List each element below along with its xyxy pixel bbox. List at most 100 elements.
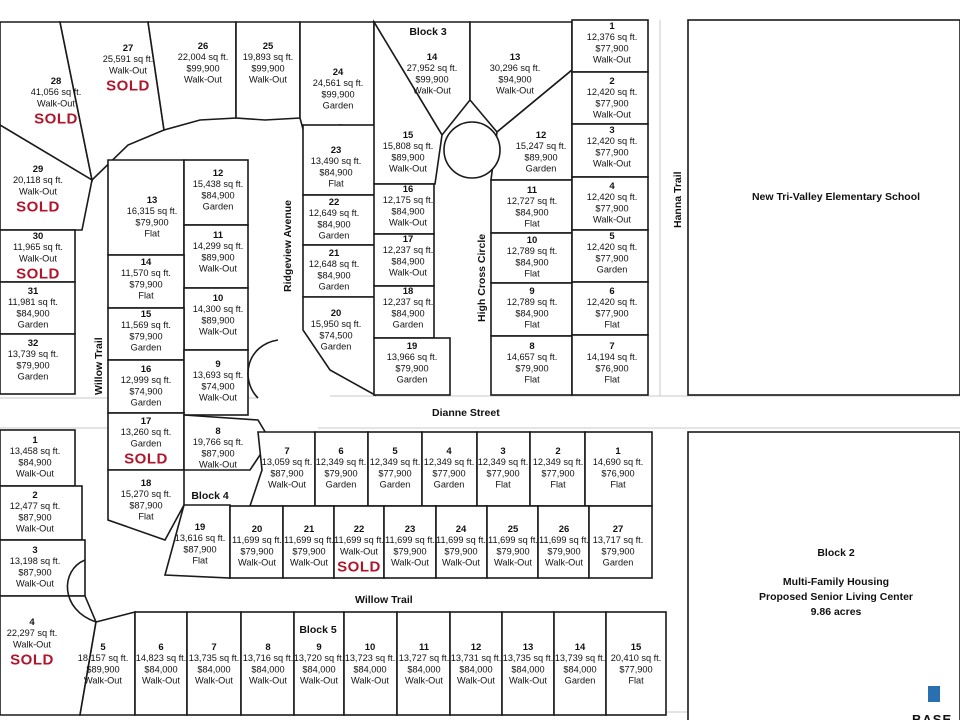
lot-type: Walk-Out (19, 186, 57, 196)
lot-price: $84,900 (317, 219, 350, 229)
lot-num: 15 (631, 642, 642, 653)
lot-num: 27 (613, 524, 624, 535)
lot-sqft: 12,420 sq ft. (587, 87, 638, 97)
lot-price: $87,900 (183, 544, 216, 554)
lot-price: $89,900 (201, 315, 234, 325)
lot-type: Walk-Out (442, 558, 480, 568)
lot-type: Walk-Out (16, 469, 54, 479)
lot-sqft: 22,297 sq ft. (7, 628, 58, 638)
brand-logo: BASE (912, 686, 951, 720)
lot-price: $76,900 (601, 468, 634, 478)
lot-num: 32 (28, 338, 39, 349)
lot-num: 17 (403, 234, 414, 245)
lot-price: $79,900 (16, 360, 49, 370)
lot-type: Garden (434, 480, 465, 490)
lot-price: $84,000 (353, 664, 386, 674)
lot-price: $84,900 (16, 308, 49, 318)
lot-price: $77,900 (595, 253, 628, 263)
lot-num: 15 (403, 130, 414, 141)
lot-sqft: 11,699 sq ft. (284, 535, 334, 545)
lot-type: Flat (524, 269, 540, 279)
lot-num: 22 (329, 197, 340, 208)
lot-num: 6 (338, 446, 343, 457)
lot-sqft: 15,808 sq ft. (383, 141, 434, 151)
lot-type: Garden (18, 320, 49, 330)
